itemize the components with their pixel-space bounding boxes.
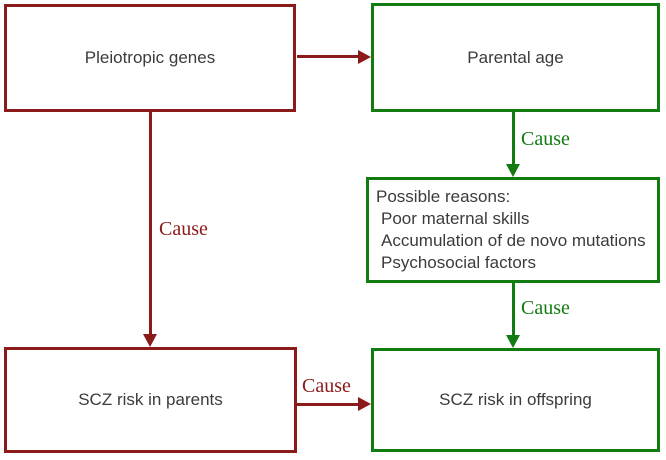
arrowhead-right-icon [358,397,371,411]
edge-label-cause: Cause [159,218,208,240]
arrowhead-down-icon [506,164,520,177]
possible-reasons-item: Poor maternal skills [381,209,530,228]
arrow-reasons-to-offspring-line [512,283,515,336]
node-parental-age-label: Parental age [467,47,564,67]
node-scz-risk-in-offspring-label: SCZ risk in offspring [439,390,592,409]
possible-reasons-item: Accumulation of de novo mutations [381,231,646,250]
node-scz-risk-in-parents-label: SCZ risk in parents [78,390,223,409]
possible-reasons-item: Psychosocial factors [381,253,536,272]
node-scz-risk-in-parents: SCZ risk in parents [4,347,297,453]
edge-label-cause: Cause [302,375,351,397]
node-possible-reasons: Possible reasons: Poor maternal skills A… [366,177,660,283]
node-scz-risk-in-offspring: SCZ risk in offspring [371,348,660,452]
node-parental-age: Parental age [371,3,660,112]
arrow-parental-age-to-reasons-line [512,112,515,165]
node-pleiotropic-genes-label: Pleiotropic genes [84,48,216,67]
node-pleiotropic-genes: Pleiotropic genes [4,4,296,112]
possible-reasons-title: Possible reasons: [376,187,511,206]
arrowhead-down-icon [506,335,520,348]
arrow-genes-to-scz-parents-line [149,112,152,335]
arrow-parents-to-offspring-line [297,403,360,406]
edge-label-cause: Cause [521,297,570,319]
arrowhead-right-icon [358,50,371,64]
arrow-genes-to-parental-age-line [297,55,360,58]
arrowhead-down-icon [143,334,157,347]
edge-label-cause: Cause [521,128,570,150]
